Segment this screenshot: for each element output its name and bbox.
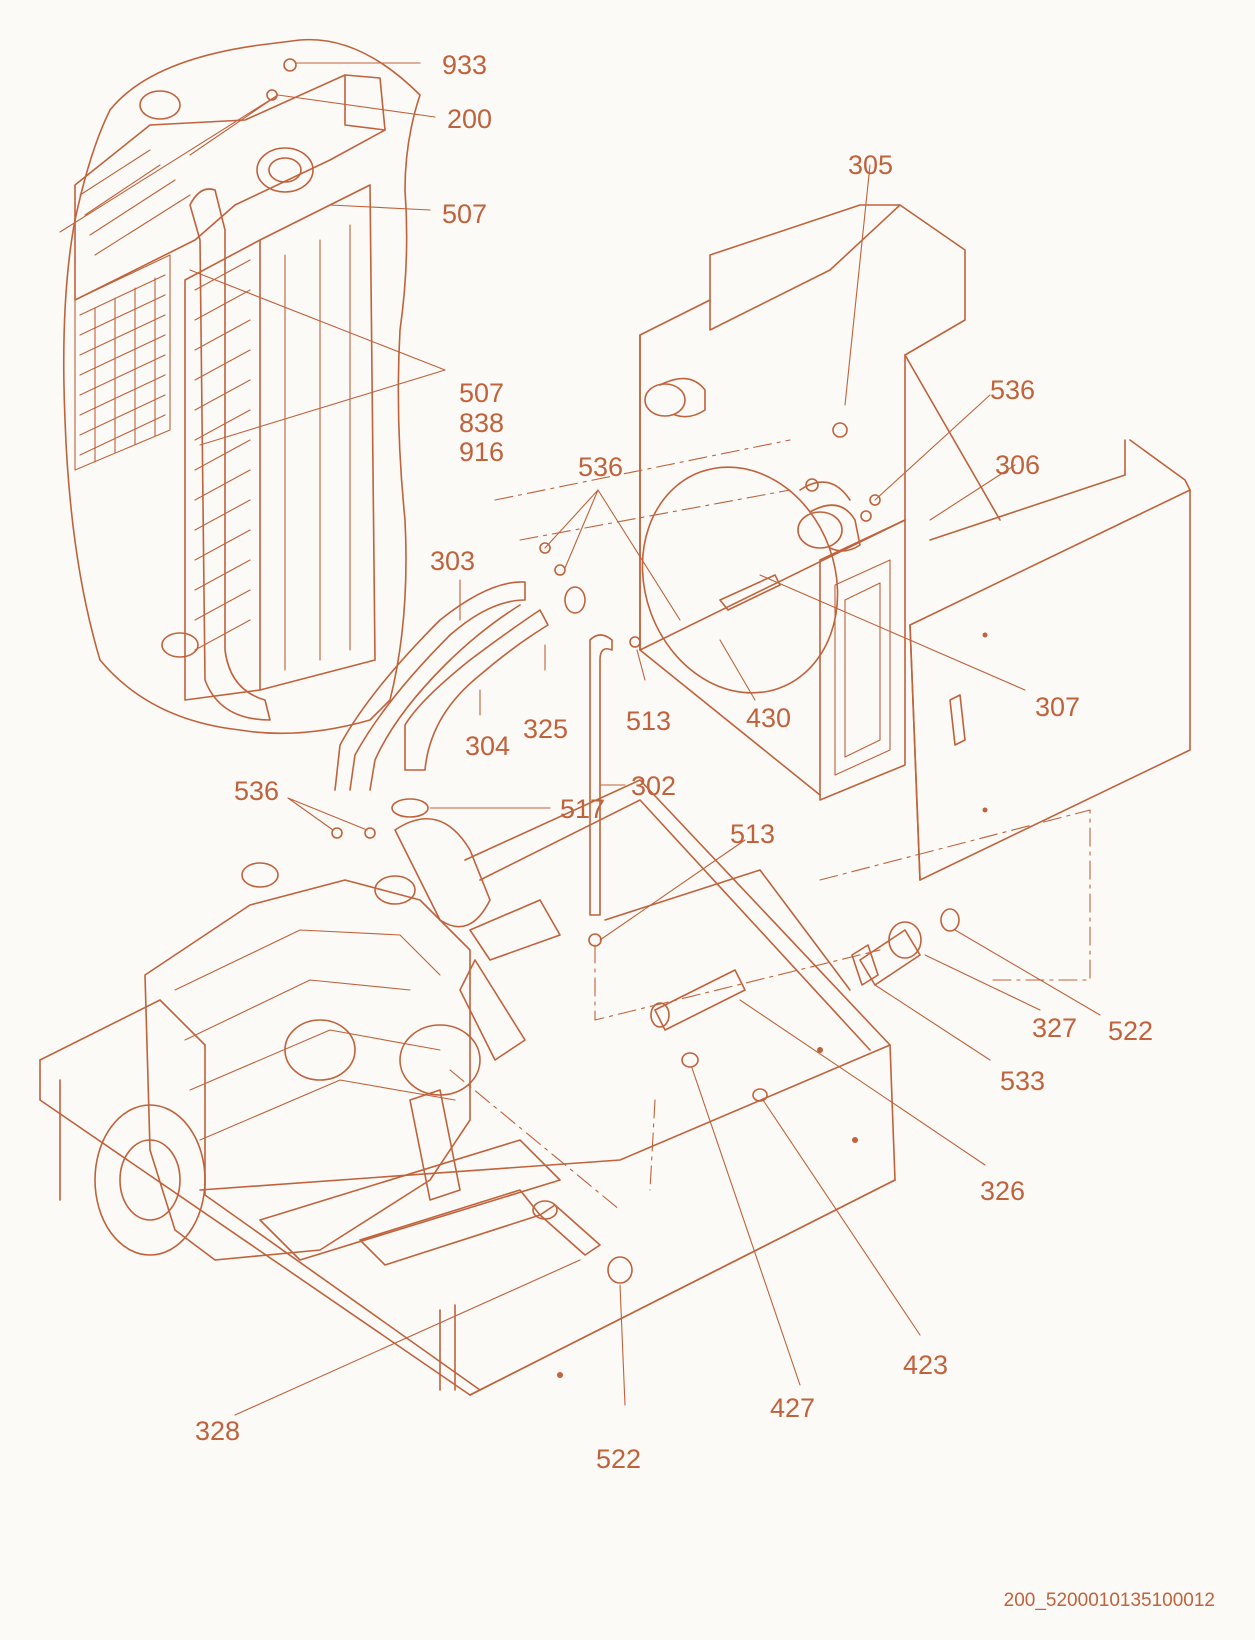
callout-430: 430	[746, 703, 791, 733]
callout-933: 933	[442, 50, 487, 80]
callout-423: 423	[903, 1350, 948, 1380]
callout-427: 427	[770, 1393, 815, 1423]
callout-916: 916	[459, 437, 504, 467]
callout-522a: 522	[1108, 1016, 1153, 1046]
document-id: 200_5200010135100012	[1004, 1590, 1215, 1611]
callout-536a: 536	[990, 375, 1035, 405]
callout-507b: 507	[459, 378, 504, 408]
radiator-assembly	[639, 164, 1191, 881]
callout-327: 327	[1032, 1013, 1077, 1043]
callout-513a: 513	[626, 706, 671, 736]
callout-328: 328	[195, 1416, 240, 1446]
callout-302: 302	[631, 771, 676, 801]
callout-325: 325	[523, 714, 568, 744]
callout-307: 307	[1035, 692, 1080, 722]
callout-304: 304	[465, 731, 510, 761]
callout-326: 326	[980, 1176, 1025, 1206]
callout-303: 303	[430, 546, 475, 576]
engine-block	[94, 817, 561, 1261]
callout-517: 517	[560, 794, 605, 824]
callout-513b: 513	[730, 819, 775, 849]
radiator-detail-inset	[59, 38, 446, 735]
callout-838: 838	[459, 408, 504, 438]
callout-507a: 507	[442, 199, 487, 229]
callout-522b: 522	[596, 1444, 641, 1474]
callout-306: 306	[995, 450, 1040, 480]
callout-labels: 933 200 507 507 838 916 305 536 306 536 …	[195, 50, 1153, 1474]
hoses-and-clamps	[234, 439, 1101, 1416]
callout-200: 200	[447, 104, 492, 134]
callout-536b: 536	[578, 452, 623, 482]
callout-533: 533	[1000, 1066, 1045, 1096]
callout-536c: 536	[234, 776, 279, 806]
callout-305: 305	[848, 150, 893, 180]
radiator-grille	[74, 149, 191, 471]
base-frame	[39, 779, 896, 1396]
